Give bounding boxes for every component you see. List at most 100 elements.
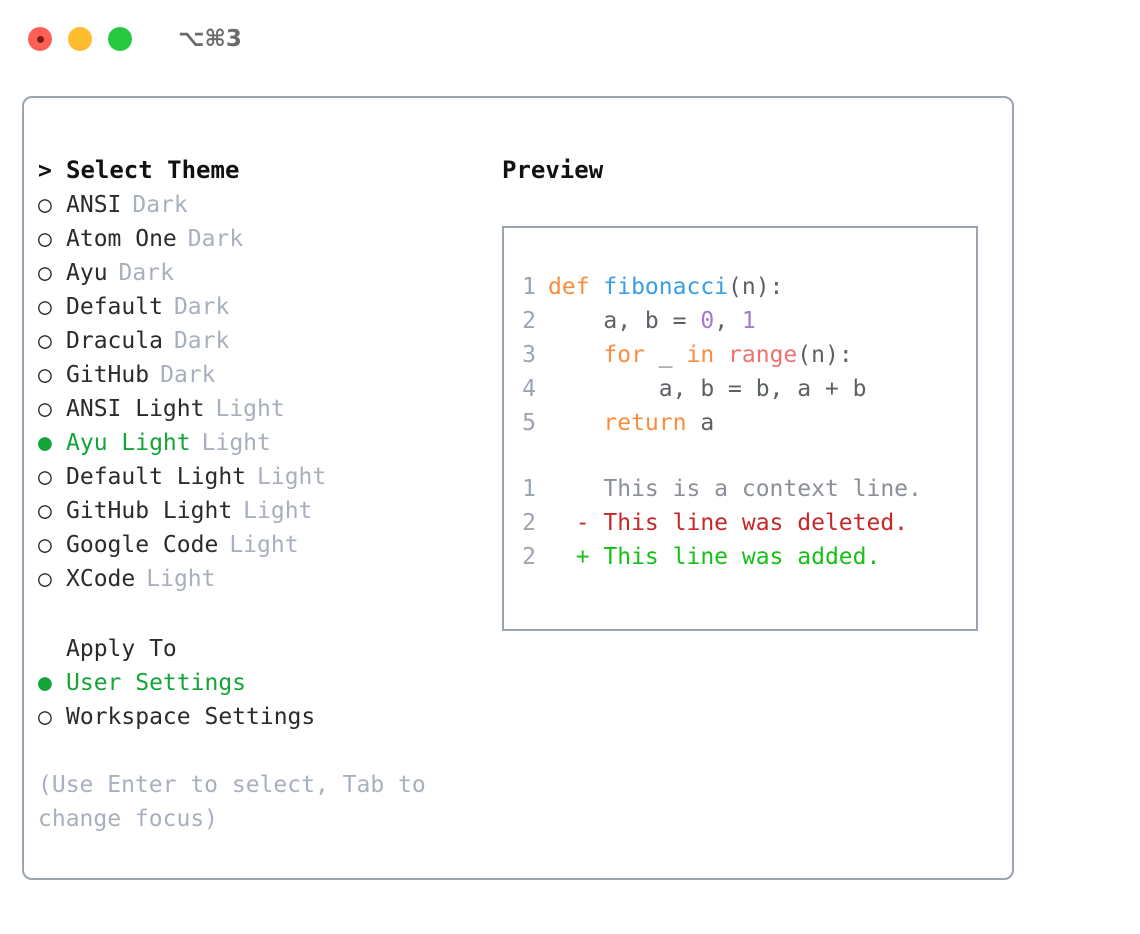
theme-variant-badge: Dark <box>187 226 244 252</box>
code-token-kw: for <box>603 342 645 368</box>
theme-option-default[interactable]: ○ Default Dark <box>38 290 468 324</box>
traffic-lights <box>28 27 132 51</box>
section-divider <box>38 596 468 632</box>
theme-option-label: Google Code <box>66 532 219 558</box>
radio-unselected-icon: ○ <box>38 192 52 218</box>
apply-to-option-workspace-settings[interactable]: ○ Workspace Settings <box>38 700 468 734</box>
apply-to-option-label: User Settings <box>66 670 247 696</box>
code-line: 2 a, b = 0, 1 <box>504 304 976 338</box>
theme-option-label: ANSI Light <box>66 396 205 422</box>
theme-variant-badge: Light <box>215 396 285 422</box>
theme-variant-badge: Light <box>229 532 299 558</box>
close-button-icon[interactable] <box>28 27 52 51</box>
theme-option-ansi[interactable]: ○ ANSI Dark <box>38 188 468 222</box>
theme-variant-badge: Dark <box>132 192 188 218</box>
theme-option-label: GitHub Light <box>66 498 233 524</box>
radio-unselected-icon: ○ <box>38 226 52 252</box>
theme-option-google-code[interactable]: ○ Google Code Light <box>38 528 468 562</box>
apply-to-list: ● User Settings ○ Workspace Settings <box>38 666 468 734</box>
radio-unselected-icon: ○ <box>38 294 52 320</box>
apply-to-option-user-settings[interactable]: ● User Settings <box>38 666 468 700</box>
code-token-kw: def <box>548 274 604 300</box>
theme-variant-badge: Light <box>146 566 216 592</box>
line-number: 2 <box>522 510 536 536</box>
theme-option-label: Ayu <box>66 260 108 286</box>
code-line: 5 return a <box>504 406 976 440</box>
line-number: 2 <box>522 544 536 570</box>
diff-sample: 1 This is a context line. 2 - This line w… <box>504 472 976 574</box>
code-diff-separator <box>504 440 976 472</box>
title-bar: ⌥⌘3 <box>0 0 1140 78</box>
apply-to-option-label: Workspace Settings <box>66 704 316 730</box>
code-text: def fibonacci(n): <box>548 270 783 304</box>
code-token-pun: (n): <box>797 342 853 368</box>
code-line: 3 for _ in range(n): <box>504 338 976 372</box>
theme-option-label: Atom One <box>66 226 177 252</box>
theme-option-label: Ayu Light <box>66 430 191 456</box>
code-token-var: a, b = <box>548 308 701 334</box>
radio-unselected-icon: ○ <box>38 532 52 558</box>
theme-variant-badge: Dark <box>118 260 174 286</box>
radio-unselected-icon: ○ <box>38 260 52 286</box>
theme-variant-badge: Light <box>201 430 271 456</box>
theme-option-label: XCode <box>66 566 136 592</box>
maximize-button-icon[interactable] <box>108 27 132 51</box>
code-token-var <box>714 342 728 368</box>
code-text: a, b = b, a + b <box>548 372 867 406</box>
diff-line-deleted: 2 - This line was deleted. <box>504 506 976 540</box>
select-theme-header: > Select Theme <box>38 152 468 188</box>
theme-option-label: GitHub <box>66 362 150 388</box>
radio-unselected-icon: ○ <box>38 704 52 730</box>
theme-option-label: Default Light <box>66 464 247 490</box>
code-token-var: , <box>714 308 742 334</box>
code-text: return a <box>548 406 714 440</box>
theme-option-label: Dracula <box>66 328 163 354</box>
code-token-bi: range <box>728 342 798 368</box>
diff-text: + This line was added. <box>548 544 881 570</box>
line-number: 3 <box>522 342 536 368</box>
code-token-var: a <box>686 410 715 436</box>
theme-variant-badge: Dark <box>173 294 230 320</box>
radio-selected-icon: ● <box>38 430 52 456</box>
line-number: 1 <box>522 476 536 502</box>
theme-option-ayu[interactable]: ○ Ayu Dark <box>38 256 468 290</box>
radio-selected-icon: ● <box>38 670 52 696</box>
keyboard-shortcut-label: ⌥⌘3 <box>178 25 242 52</box>
theme-variant-badge: Light <box>257 464 327 490</box>
theme-variant-badge: Dark <box>160 362 216 388</box>
minimize-button-icon[interactable] <box>68 27 92 51</box>
page-title: Select Theme <box>66 156 240 184</box>
code-token-var <box>548 342 603 368</box>
code-token-fn: fibonacci <box>603 274 729 300</box>
line-number: 2 <box>522 308 536 334</box>
code-text: for _ in range(n): <box>548 338 853 372</box>
keyboard-hint-text: (Use Enter to select, Tab to change focu… <box>38 772 426 832</box>
line-number: 4 <box>522 376 536 402</box>
apply-to-heading: Apply To <box>66 636 177 662</box>
diff-text: - This line was deleted. <box>548 510 909 536</box>
code-token-var: _ <box>644 342 687 368</box>
theme-option-ayu-light[interactable]: ● Ayu Light Light <box>38 426 468 460</box>
theme-variant-badge: Dark <box>173 328 230 354</box>
line-number: 5 <box>522 410 536 436</box>
theme-variant-badge: Light <box>243 498 313 524</box>
diff-text: This is a context line. <box>548 476 922 502</box>
code-token-var <box>548 410 603 436</box>
theme-option-label: Default <box>66 294 163 320</box>
code-token-pun: (n): <box>728 274 784 300</box>
line-number: 1 <box>522 274 536 300</box>
theme-option-label: ANSI <box>66 192 122 218</box>
theme-option-atom-one[interactable]: ○ Atom One Dark <box>38 222 468 256</box>
